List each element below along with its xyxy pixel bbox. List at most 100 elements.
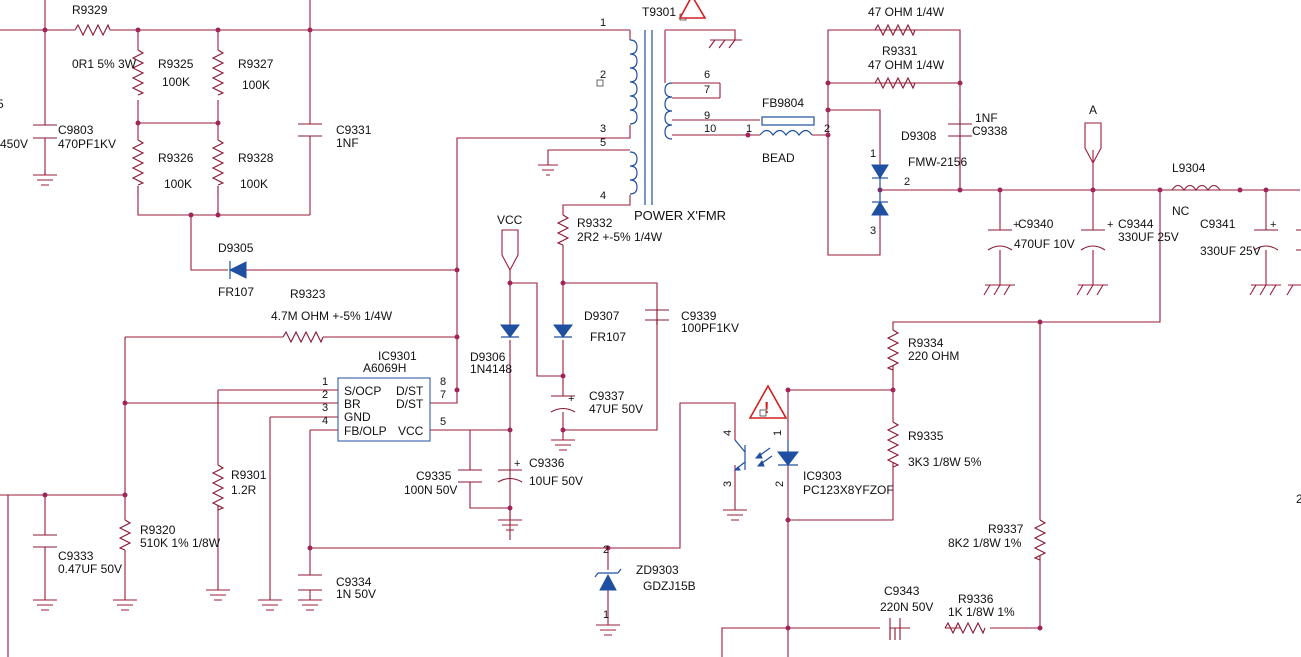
svg-text:3: 3 — [600, 123, 606, 135]
label-fr107: FR107 — [218, 285, 254, 299]
svg-text:5: 5 — [440, 416, 446, 428]
svg-text:2: 2 — [904, 176, 910, 188]
svg-text:3: 3 — [870, 225, 876, 237]
label-r9326-value: 100K — [164, 177, 192, 191]
ic9301-pin-dst1: D/ST — [396, 384, 424, 398]
r9335-symbol — [886, 421, 900, 470]
label-c9339-value: 100PF1KV — [681, 321, 739, 335]
label-d9307: D9307 — [584, 309, 620, 323]
label-c9343-value: 220N 50V — [880, 600, 933, 614]
label-r9335-value: 3K3 1/8W 5% — [908, 455, 982, 469]
svg-text:6: 6 — [704, 69, 710, 81]
ic9301-body — [337, 377, 431, 442]
r9331-symbol — [874, 76, 916, 90]
svg-text:2: 2 — [774, 481, 786, 487]
label-c9338-value: 1NF — [975, 111, 998, 125]
ic9301-pin-socp: S/OCP — [344, 384, 381, 398]
r9329-symbol — [74, 23, 111, 37]
label-a: A — [1089, 103, 1097, 117]
label-edge-2: 2 — [1296, 492, 1301, 506]
svg-text:4: 4 — [722, 430, 734, 436]
label-r9329: R9329 — [72, 3, 108, 17]
label-c9337-value: 47UF 50V — [589, 402, 643, 416]
label-c9340: C9340 — [1018, 217, 1054, 231]
inductor-l9304 — [1171, 184, 1221, 191]
warning-triangle-icon: ! — [678, 0, 788, 419]
svg-text:1: 1 — [746, 123, 752, 135]
ic9301-pin-fbolp: FB/OLP — [344, 424, 387, 438]
port-symbols — [501, 122, 1102, 272]
r9323-symbol — [282, 330, 324, 344]
label-c9344: C9344 — [1118, 217, 1154, 231]
c9331-symbol — [298, 123, 322, 137]
label-c9339: C9339 — [681, 309, 717, 323]
label-r9336-value: 1K 1/8W 1% — [948, 605, 1015, 619]
label-c9341: C9341 — [1200, 217, 1236, 231]
r9332-symbol — [556, 214, 570, 246]
label-r9323: R9323 — [290, 287, 326, 301]
label-t9301: T9301 — [642, 5, 676, 19]
label-a6069h: A6069H — [363, 361, 406, 375]
label-r9337-value: 8K2 1/8W 1% — [948, 536, 1022, 550]
label-r9325: R9325 — [158, 57, 194, 71]
label-r9323-value: 4.7M OHM +-5% 1/4W — [271, 309, 393, 323]
label-c9343: C9343 — [884, 584, 920, 598]
ground-icon — [33, 39, 1301, 636]
capacitors — [33, 123, 1301, 640]
label-d9305: D9305 — [218, 241, 254, 255]
resistors — [74, 23, 1047, 635]
label-r9328-value: 100K — [240, 177, 268, 191]
c9343-symbol — [889, 618, 901, 640]
svg-text:8: 8 — [440, 376, 446, 388]
c9338-symbol — [948, 123, 972, 137]
label-c9336-value: 10UF 50V — [529, 474, 583, 488]
bead-fb9804 — [759, 116, 815, 137]
c9803-symbol — [33, 124, 57, 139]
r9336-symbol — [944, 621, 986, 635]
label-zd9303: ZD9303 — [636, 563, 679, 577]
label-bead: BEAD — [762, 151, 795, 165]
svg-text:1: 1 — [600, 17, 606, 29]
svg-text:7: 7 — [440, 389, 446, 401]
label-c9331-value: 1NF — [336, 136, 359, 150]
label-r9331-value: 47 OHM 1/4W — [868, 58, 945, 72]
text-labels: R9329 0R1 5% 3W R9325 100K R9327 100K R9… — [0, 3, 1301, 621]
label-gdzj15b: GDZJ15B — [643, 579, 696, 593]
r9327-symbol — [211, 49, 225, 96]
label-1n4148: 1N4148 — [470, 362, 512, 376]
label-edge-5: 5 — [0, 97, 4, 111]
junction-dots — [42, 27, 1269, 631]
svg-text:10: 10 — [704, 123, 716, 135]
label-r9337: R9337 — [988, 522, 1024, 536]
label-c9340-value: 470UF 10V — [1014, 237, 1075, 251]
label-r9328: R9328 — [238, 151, 274, 165]
label-c9335: C9335 — [416, 469, 452, 483]
label-c9803: C9803 — [58, 123, 94, 137]
label-r9334-value: 220 OHM — [908, 349, 959, 363]
svg-text:2: 2 — [600, 69, 606, 81]
label-r9332: R9332 — [577, 216, 613, 230]
svg-text:1: 1 — [322, 376, 328, 388]
label-r9335: R9335 — [908, 429, 944, 443]
label-c9334: C9334 — [336, 575, 372, 589]
c9335-symbol — [458, 469, 482, 483]
label-r9330-value: 47 OHM 1/4W — [868, 5, 945, 19]
label-r9301-value: 1.2R — [231, 483, 257, 497]
label-r9320: R9320 — [140, 523, 176, 537]
transformer-t9301 — [596, 13, 687, 205]
label-r9325-value: 100K — [162, 75, 190, 89]
ic9301-pin-dst2: D/ST — [396, 397, 424, 411]
optocoupler-icon — [733, 439, 800, 471]
svg-text:1: 1 — [772, 430, 784, 436]
label-r9301: R9301 — [231, 468, 267, 482]
label-c9336: C9336 — [529, 456, 565, 470]
svg-text:4: 4 — [600, 190, 606, 202]
label-r9336: R9336 — [958, 592, 994, 606]
svg-text:!: ! — [764, 400, 769, 417]
r9325-symbol — [131, 49, 145, 96]
svg-text:+: + — [568, 393, 574, 405]
label-nc: NC — [1172, 204, 1190, 218]
r9301-symbol — [211, 464, 225, 511]
label-c9803-value: 470PF1KV — [58, 137, 116, 151]
